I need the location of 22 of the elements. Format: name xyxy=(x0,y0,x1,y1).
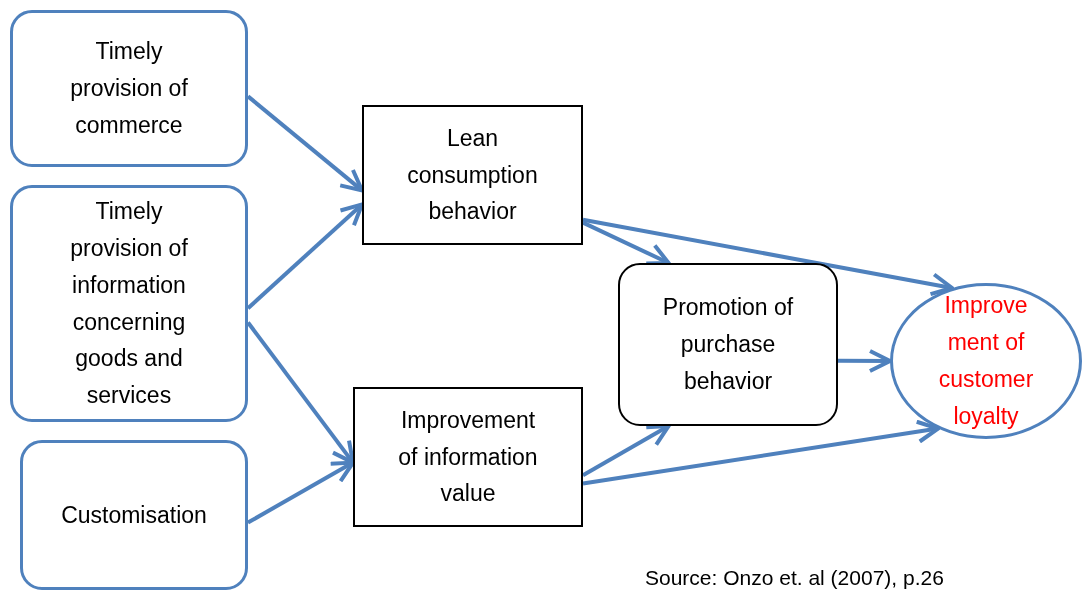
arrow xyxy=(838,348,892,373)
arrow xyxy=(247,460,355,525)
factor-box xyxy=(10,185,248,422)
effect-box xyxy=(362,105,583,245)
arrow xyxy=(582,424,671,477)
node-label: Improvement of information value xyxy=(397,405,539,509)
arrow xyxy=(246,202,364,310)
node-label: Customisation xyxy=(61,500,207,530)
factor-box xyxy=(20,440,248,590)
process-box xyxy=(618,263,838,426)
arrow xyxy=(582,217,954,297)
node-label: Lean consumption behavior xyxy=(406,123,539,227)
source-note: Source: Onzo et. al (2007), p.26 xyxy=(645,566,944,590)
arrow xyxy=(582,220,671,266)
arrow xyxy=(582,419,940,486)
effect-box xyxy=(353,387,583,527)
node-label: Timely provision of commerce xyxy=(69,37,189,140)
factor-box xyxy=(10,10,248,167)
arrow xyxy=(246,94,364,193)
node-label: Improve ment of customer loyalty xyxy=(937,291,1035,431)
node-label: Promotion of purchase behavior xyxy=(661,293,795,396)
node-label: Timely provision of information concerning goods and services xyxy=(69,197,189,411)
